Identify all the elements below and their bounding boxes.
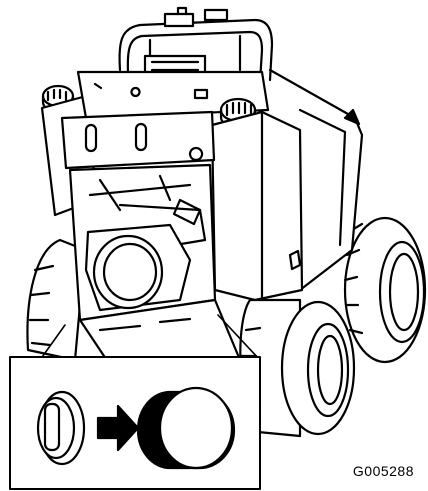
front-right-wheel <box>239 298 356 438</box>
right-tank <box>210 110 304 302</box>
arrow-right-icon <box>96 404 140 452</box>
engine-dome <box>84 223 192 312</box>
front-plate <box>60 110 216 170</box>
figure-id-label: G005288 <box>352 463 414 479</box>
left-wheel <box>26 238 87 362</box>
callout-leader-lines <box>39 314 261 361</box>
cap-small-icon <box>36 390 86 466</box>
cap-large-icon <box>136 386 236 470</box>
control-panel <box>76 70 270 120</box>
right-rear-wheel <box>343 216 427 364</box>
